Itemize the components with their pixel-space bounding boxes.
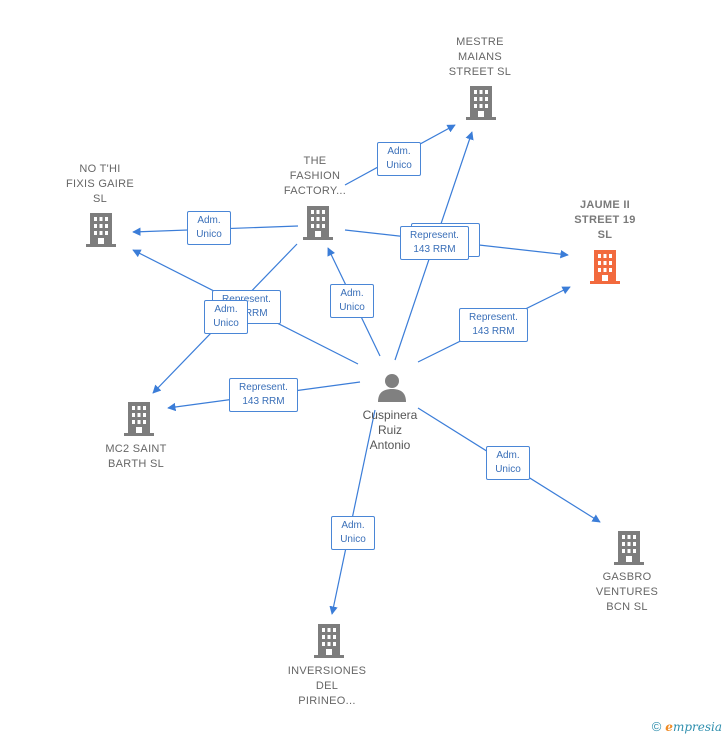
edge-label-fashion-nothi[interactable]: Adm. Unico <box>187 211 231 245</box>
node-label-gasbro[interactable]: GASBRO VENTURES BCN SL <box>595 571 659 613</box>
empresia-logo[interactable]: empresia <box>665 720 722 734</box>
edge-person-inversiones <box>329 409 376 615</box>
node-label-person[interactable]: Cuspinera Ruiz Antonio <box>362 408 418 452</box>
edge-label-person-fashion[interactable]: Adm. Unico <box>330 284 374 318</box>
node-label-jaume[interactable]: JAUME II STREET 19 SL <box>574 199 636 241</box>
building-icon-nothi[interactable] <box>85 213 117 247</box>
node-label-mestre[interactable]: MESTRE MAIANS STREET SL <box>448 36 512 78</box>
person-icon[interactable] <box>376 372 408 404</box>
edge-label-person-inversiones[interactable]: Adm. Unico <box>331 516 375 550</box>
building-icon-jaume[interactable] <box>589 250 621 284</box>
building-icon-gasbro[interactable] <box>613 531 645 565</box>
edge-label-person-gasbro[interactable]: Adm. Unico <box>486 446 530 480</box>
node-label-mc2[interactable]: MC2 SAINT BARTH SL <box>105 443 167 470</box>
edge-label-person-jaume[interactable]: Represent. 143 RRM <box>459 308 528 342</box>
building-icon-mc2[interactable] <box>123 402 155 436</box>
building-icon-fashion[interactable] <box>302 206 334 240</box>
edge-label-fashion-mc2[interactable]: Adm. Unico <box>204 300 248 334</box>
edge-label-fashion-mestre[interactable]: Adm. Unico <box>377 142 421 176</box>
node-label-inversiones[interactable]: INVERSIONES DEL PIRINEO... <box>287 665 367 707</box>
building-icon-mestre[interactable] <box>465 86 497 120</box>
empresia-footer: ©empresia <box>652 719 722 734</box>
node-label-nothi[interactable]: NO T'HI FIXIS GAIRE SL <box>65 163 135 205</box>
edge-label-person-mc2[interactable]: Represent. 143 RRM <box>229 378 298 412</box>
node-label-fashion[interactable]: THE FASHION FACTORY... <box>283 155 347 197</box>
edge-label-fashion-jaume[interactable]: Represent. 143 RRM <box>400 226 469 260</box>
building-icon-inversiones[interactable] <box>313 624 345 658</box>
copyright-icon: © <box>651 719 662 734</box>
